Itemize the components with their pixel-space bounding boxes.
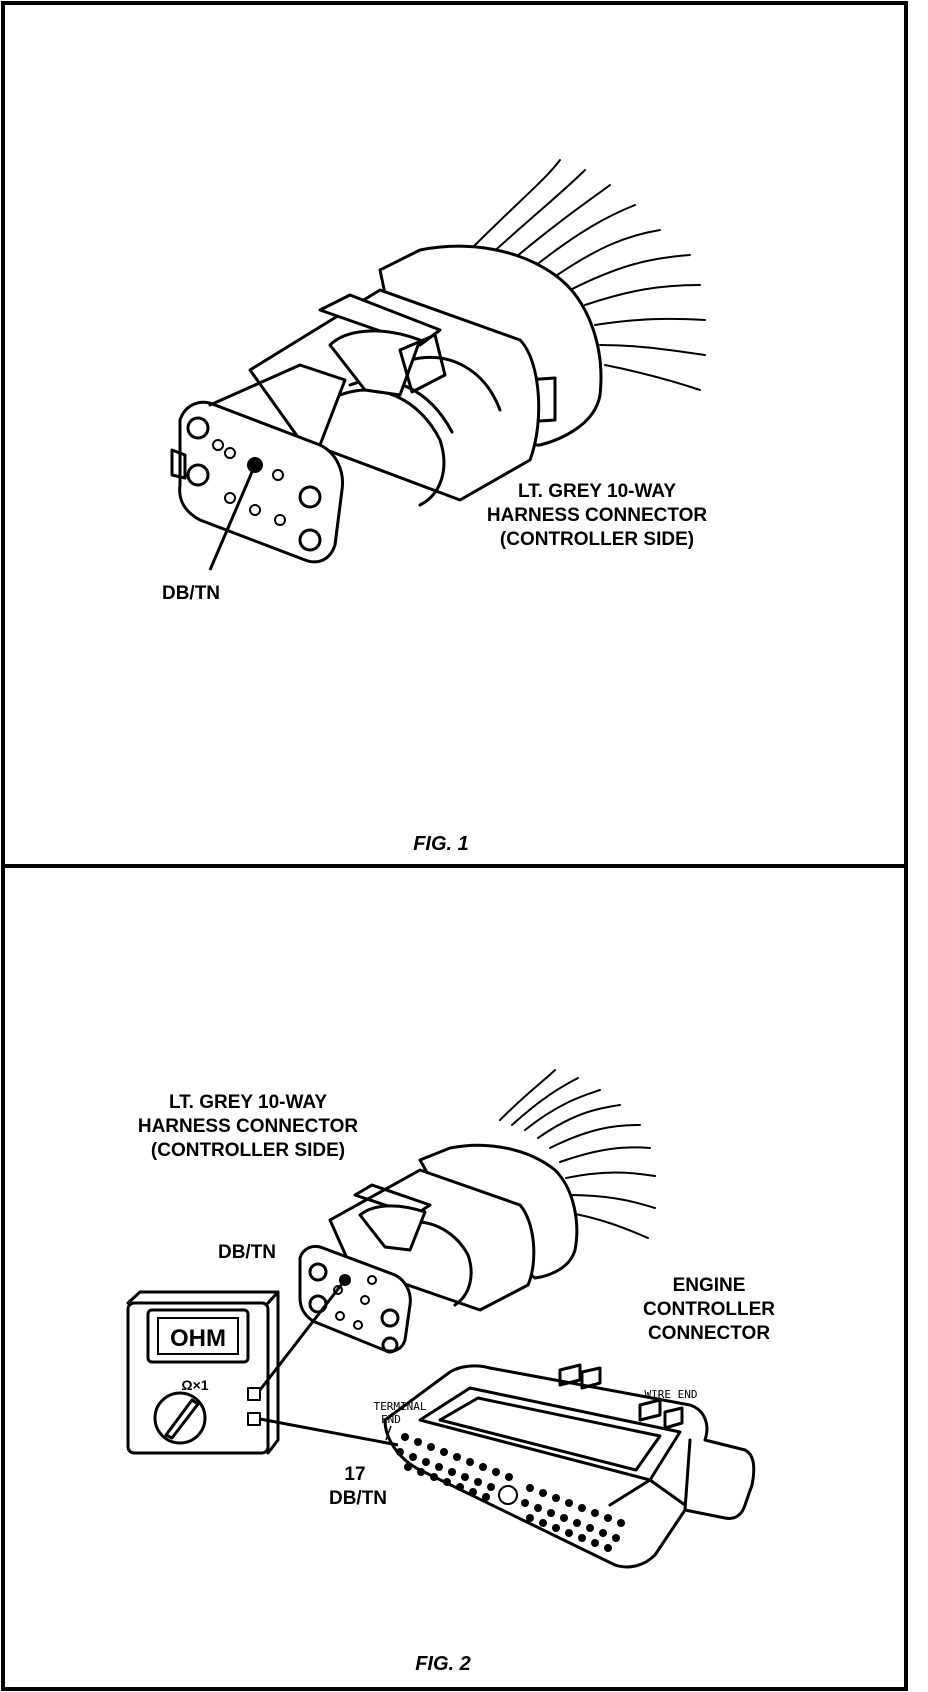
fig1-connector-label-2: HARNESS CONNECTOR xyxy=(487,505,708,526)
fig2-connector-label-3: (CONTROLLER SIDE) xyxy=(151,1140,345,1161)
fig2-connector-label-1: LT. GREY 10-WAY xyxy=(169,1092,327,1113)
ohmmeter-range-label: Ω×1 xyxy=(181,1377,208,1393)
ecm-pin-label: DB/TN xyxy=(329,1488,387,1509)
fig1-leader-line xyxy=(208,464,257,571)
test-lead-1 xyxy=(258,1279,347,1391)
fig2-connector-label-2: HARNESS CONNECTOR xyxy=(138,1116,359,1137)
ecm-shell xyxy=(383,1364,756,1569)
fig2-front-face xyxy=(298,1244,412,1353)
fig1-lock-arm xyxy=(328,329,422,397)
fig2-lock-arm xyxy=(358,1204,427,1252)
fig1-connector-label-3: (CONTROLLER SIDE) xyxy=(500,529,694,550)
ecm-label-2: CONTROLLER xyxy=(643,1299,775,1320)
ohmmeter-display-text: OHM xyxy=(170,1325,226,1352)
fig1-pin-label: DB/TN xyxy=(162,583,220,604)
ecm-connector xyxy=(383,1363,756,1569)
fig2-harness-connector xyxy=(298,1069,656,1354)
terminal-end-label-1: TERMINAL xyxy=(374,1400,427,1413)
test-lead-2 xyxy=(259,1417,399,1447)
fig1-front-face xyxy=(178,400,345,564)
outer-frame xyxy=(1,1,908,1691)
fig1-harness-connector xyxy=(170,159,706,571)
ecm-pin-number: 17 xyxy=(344,1464,365,1485)
fig1-cavities xyxy=(186,416,322,552)
fig2-pin-label: DB/TN xyxy=(218,1242,276,1263)
ecm-terminal-pins xyxy=(396,1433,625,1552)
ecm-label-1: ENGINE xyxy=(673,1275,746,1296)
fig1-connector-label-1: LT. GREY 10-WAY xyxy=(518,481,676,502)
fig2-caption: FIG. 2 xyxy=(415,1653,471,1675)
fig1-caption: FIG. 1 xyxy=(413,833,469,855)
ecm-label-3: CONNECTOR xyxy=(648,1323,770,1344)
wire-end-label: WIRE END xyxy=(645,1388,698,1401)
ohmmeter: OHM Ω×1 xyxy=(126,1279,399,1455)
terminal-end-label-2: END xyxy=(381,1413,401,1426)
ohmmeter-jack-1 xyxy=(247,1387,261,1401)
fig1-wires xyxy=(469,159,706,391)
terminal-end-leader xyxy=(385,1425,392,1441)
